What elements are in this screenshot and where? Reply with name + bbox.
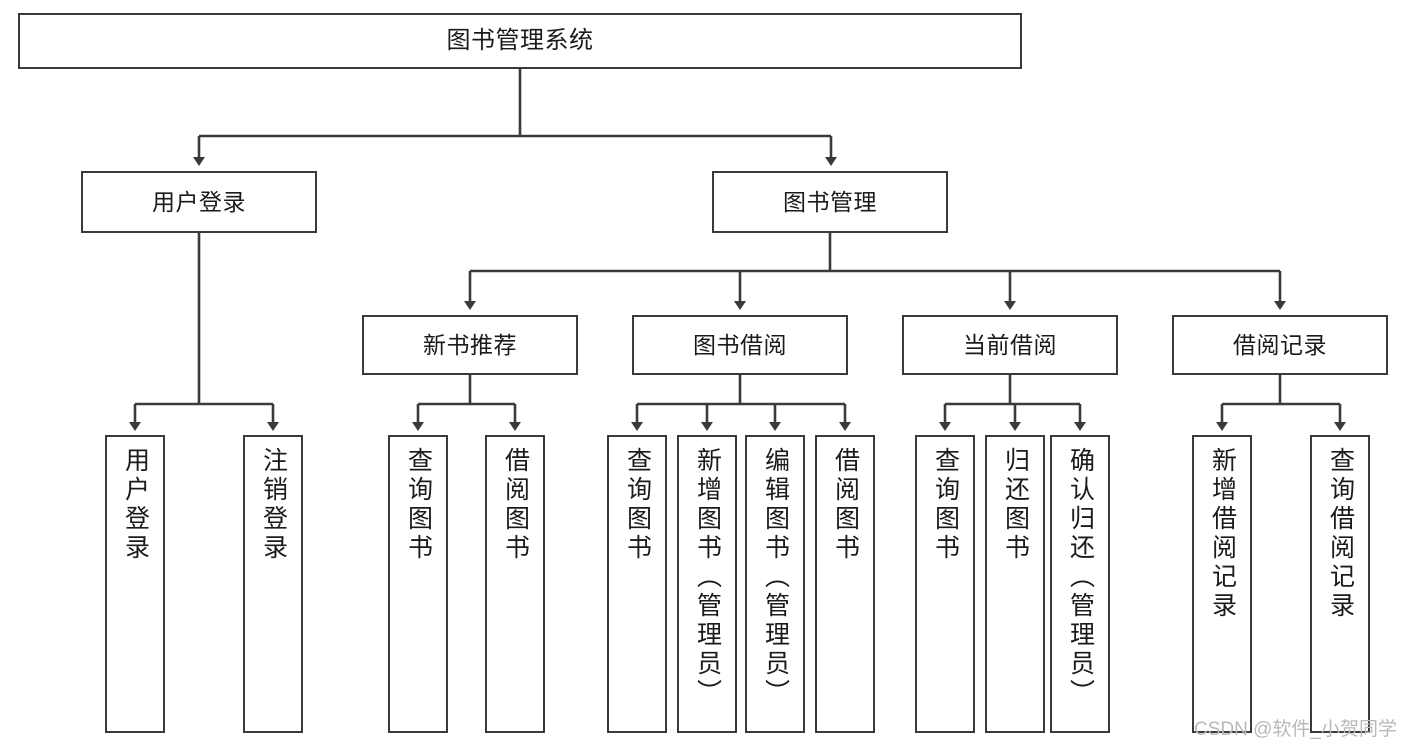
node-leaf-current-confirm-admin[interactable]: 确认归还（管理员） — [1050, 435, 1110, 733]
node-book-management[interactable]: 图书管理 — [712, 171, 948, 233]
node-label: 图书借阅 — [693, 331, 787, 358]
node-label: 新书推荐 — [423, 331, 517, 358]
node-leaf-current-return[interactable]: 归还图书 — [985, 435, 1045, 733]
node-label: 编辑图书（管理员） — [761, 447, 790, 708]
node-label: 查询图书 — [623, 447, 652, 563]
node-label: 查询借阅记录 — [1326, 447, 1355, 621]
node-label: 借阅图书 — [831, 447, 860, 563]
node-new-book-recommend[interactable]: 新书推荐 — [362, 315, 578, 375]
node-label: 查询图书 — [404, 447, 433, 563]
node-borrow-records[interactable]: 借阅记录 — [1172, 315, 1388, 375]
node-label: 图书管理 — [783, 188, 877, 215]
node-label: 新增图书（管理员） — [693, 447, 722, 708]
node-user-login[interactable]: 用户登录 — [81, 171, 317, 233]
node-leaf-newbook-borrow[interactable]: 借阅图书 — [485, 435, 545, 733]
node-book-borrow[interactable]: 图书借阅 — [632, 315, 848, 375]
node-root-system[interactable]: 图书管理系统 — [18, 13, 1022, 69]
node-leaf-user-login[interactable]: 用户登录 — [105, 435, 165, 733]
node-label: 确认归还（管理员） — [1066, 447, 1095, 708]
node-leaf-borrow-add-admin[interactable]: 新增图书（管理员） — [677, 435, 737, 733]
watermark-text: CSDN @软件_小贺同学 — [1194, 719, 1397, 740]
node-label: 借阅图书 — [501, 447, 530, 563]
node-leaf-records-query[interactable]: 查询借阅记录 — [1310, 435, 1370, 733]
node-label: 用户登录 — [152, 188, 246, 215]
node-label: 借阅记录 — [1233, 331, 1327, 358]
node-leaf-user-logout[interactable]: 注销登录 — [243, 435, 303, 733]
node-label: 注销登录 — [259, 447, 288, 563]
node-label: 新增借阅记录 — [1208, 447, 1237, 621]
node-label: 查询图书 — [931, 447, 960, 563]
node-leaf-borrow-edit-admin[interactable]: 编辑图书（管理员） — [745, 435, 805, 733]
node-label: 当前借阅 — [963, 331, 1057, 358]
node-leaf-borrow-borrow[interactable]: 借阅图书 — [815, 435, 875, 733]
node-label: 用户登录 — [121, 447, 150, 563]
node-leaf-current-query[interactable]: 查询图书 — [915, 435, 975, 733]
node-label: 归还图书 — [1001, 447, 1030, 563]
node-leaf-records-add[interactable]: 新增借阅记录 — [1192, 435, 1252, 733]
node-leaf-newbook-query[interactable]: 查询图书 — [388, 435, 448, 733]
node-current-borrow[interactable]: 当前借阅 — [902, 315, 1118, 375]
node-label: 图书管理系统 — [446, 27, 594, 55]
node-leaf-borrow-query[interactable]: 查询图书 — [607, 435, 667, 733]
